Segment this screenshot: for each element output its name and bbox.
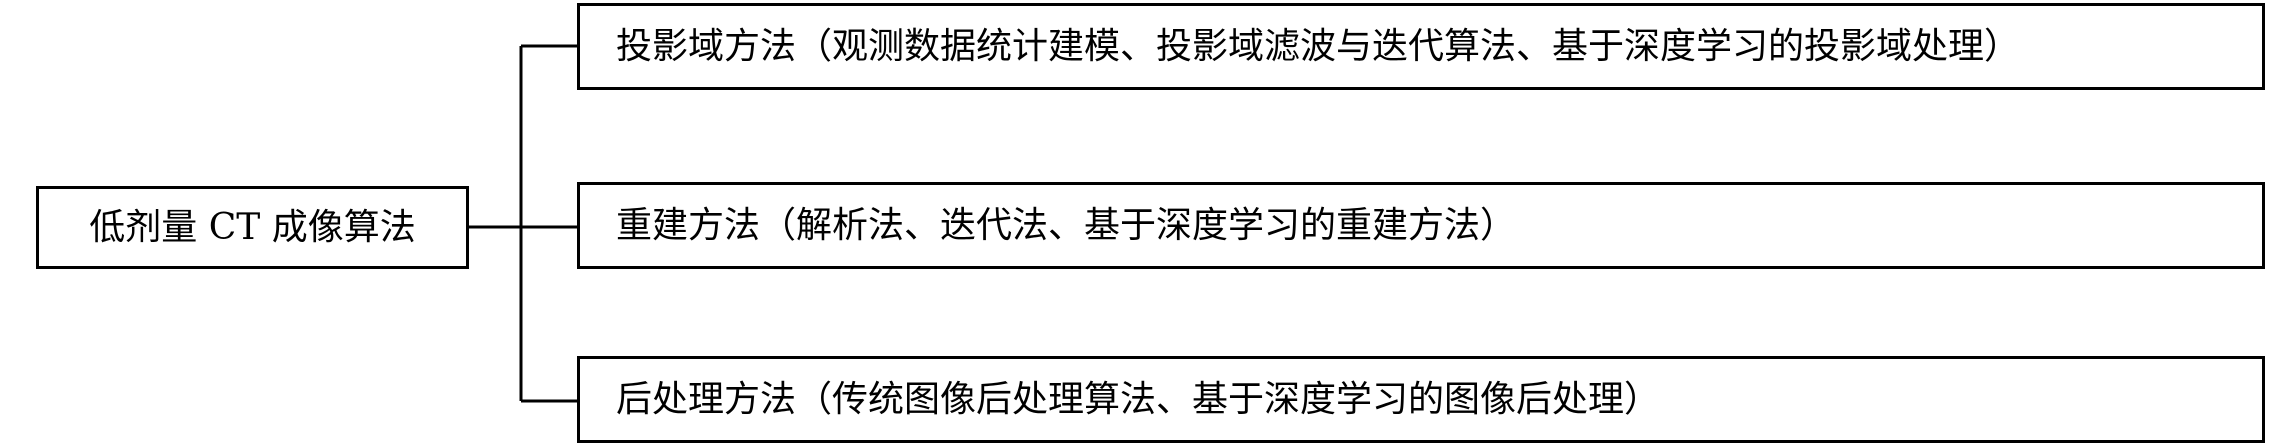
root-node-label: 低剂量 CT 成像算法 [89, 206, 416, 248]
branch-label-reconstruction: 重建方法（解析法、迭代法、基于深度学习的重建方法） [616, 204, 1517, 246]
branch-node-reconstruction: 重建方法（解析法、迭代法、基于深度学习的重建方法） [577, 182, 2265, 269]
branch-node-postprocess: 后处理方法（传统图像后处理算法、基于深度学习的图像后处理） [577, 356, 2265, 443]
branch-label-postprocess: 后处理方法（传统图像后处理算法、基于深度学习的图像后处理） [616, 378, 1661, 420]
branch-label-projection: 投影域方法（观测数据统计建模、投影域滤波与迭代算法、基于深度学习的投影域处理） [616, 25, 2021, 67]
root-node-box: 低剂量 CT 成像算法 [36, 186, 469, 269]
branch-node-projection: 投影域方法（观测数据统计建模、投影域滤波与迭代算法、基于深度学习的投影域处理） [577, 3, 2265, 90]
